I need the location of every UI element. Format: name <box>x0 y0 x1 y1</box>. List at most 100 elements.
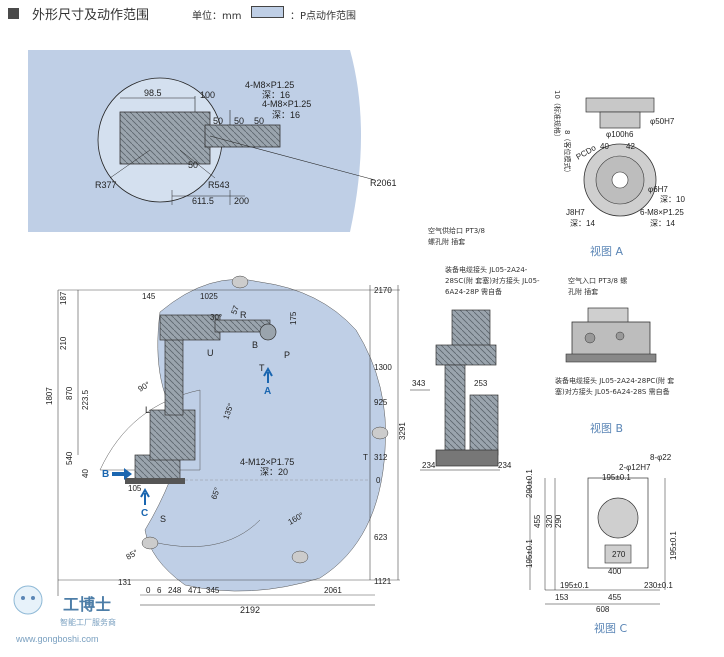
side-dim-248: 248 <box>168 586 182 595</box>
top-label-depth-a: 深：16 <box>262 90 290 100</box>
air-supply-note: 螺孔附 插套 <box>428 237 465 246</box>
top-label-m8b: 4-M8×P1.25 <box>262 99 311 109</box>
side-dim-623: 623 <box>374 533 388 542</box>
view-c-608: 608 <box>596 605 610 614</box>
axis-r-label: R <box>240 310 247 320</box>
view-a: 10（标准规格） 8（客位模式） φ50H7 φ100h6 40 42 φ6H7… <box>553 90 685 258</box>
rear-view: 空气供给口 PT3/8 螺孔附 插套 装备电缆接头 JL05-2A24- 28S… <box>410 226 540 471</box>
view-a-phi50: φ50H7 <box>650 117 675 126</box>
side-dim-105: 105 <box>128 484 142 493</box>
view-c: 290±0.1 195±0.1 2-φ12H7 8-φ22 455 320 29… <box>525 453 678 635</box>
view-b-connector-2: 塞)对方接头 JL05-6A24-28S 需自备 <box>555 387 670 396</box>
side-dim-1025: 1025 <box>200 292 218 301</box>
rear-dim-253: 253 <box>474 379 488 388</box>
connector-label-3: 6A24-28P 需自备 <box>445 287 502 296</box>
side-dim-187: 187 <box>59 291 68 305</box>
side-dim-223-5: 223.5 <box>81 389 90 410</box>
view-c-8phi22: 8-φ22 <box>650 453 672 462</box>
arrow-b-icon <box>112 468 132 480</box>
axis-u-label: U <box>207 348 214 358</box>
view-a-std-note: 10（标准规格） <box>553 90 562 141</box>
side-dim-2061: 2061 <box>324 586 342 595</box>
side-dim-0: 0 <box>376 476 381 485</box>
side-angle-85: 85° <box>125 548 140 562</box>
top-robot-body <box>119 111 211 165</box>
top-label-50c: 50 <box>254 116 264 126</box>
arrow-b-label: B <box>102 469 109 480</box>
view-b-air-note: 孔附 插套 <box>568 287 598 296</box>
view-c-195-top: 195±0.1 <box>602 473 631 482</box>
side-dim-175: 175 <box>289 311 298 325</box>
view-a-depth14b: 深：14 <box>570 219 595 228</box>
top-label-r543: R543 <box>208 180 230 190</box>
connector-label-1: 装备电缆接头 JL05-2A24- <box>445 265 528 274</box>
range-swatch <box>251 6 284 18</box>
top-label-200: 200 <box>234 196 249 206</box>
view-a-caption: 视图 A <box>590 244 623 258</box>
side-dim-3291: 3291 <box>398 422 407 440</box>
page-header: 外形尺寸及动作范围 单位：mm ：P点动作范围 <box>0 0 724 30</box>
watermark: 工博士 智能工厂服务商 www.gongboshi.com <box>13 585 116 644</box>
mascot-icon <box>13 585 43 615</box>
top-label-r2061: R2061 <box>370 178 397 188</box>
page-title: 外形尺寸及动作范围 <box>32 8 150 23</box>
side-dim-1300: 1300 <box>374 363 392 372</box>
view-a-42: 42 <box>626 142 635 151</box>
axis-b-label: B <box>252 340 258 350</box>
side-dim-540: 540 <box>65 451 74 465</box>
view-c-195-right: 195±0.1 <box>669 531 678 560</box>
view-c-230: 230±0.1 <box>644 581 673 590</box>
view-b: 空气入口 PT3/8 螺 孔附 插套 装备电缆接头 JL05-2A24-28PC… <box>555 276 674 435</box>
view-c-2phi12: 2-φ12H7 <box>619 463 651 472</box>
arrow-a-label: A <box>264 386 271 397</box>
side-dim-1121: 1121 <box>374 577 392 586</box>
view-c-caption: 视图 C <box>594 621 627 635</box>
side-dim-131: 131 <box>118 578 132 587</box>
view-a-phi6: φ6H7 <box>648 185 668 194</box>
view-a-depth10: 深：10 <box>660 195 685 204</box>
watermark-url: www.gongboshi.com <box>15 634 99 644</box>
view-a-depth14a: 深：14 <box>650 219 675 228</box>
connector-label-2: 28SC(附 套塞)对方接头 JL05- <box>445 276 540 285</box>
side-dim-471: 471 <box>188 586 202 595</box>
side-dim-151: T <box>363 453 368 462</box>
top-label-98-5: 98.5 <box>144 88 162 98</box>
side-dim-2192: 2192 <box>240 605 260 615</box>
range-legend: ：P点动作范围 <box>290 11 357 22</box>
view-a-m8: 6-M8×P1.25 <box>640 208 684 217</box>
view-c-270: 270 <box>612 550 626 559</box>
mount-thread-label: 4-M12×P1.75 <box>240 457 294 467</box>
side-angle-90: 90° <box>137 380 152 394</box>
top-label-50b: 50 <box>234 116 244 126</box>
axis-t-label: T <box>259 363 265 373</box>
unit-label: 单位：mm <box>192 11 242 22</box>
view-a-j8: J8H7 <box>566 208 585 217</box>
mount-depth-label: 深：20 <box>260 467 288 477</box>
view-b-air-label: 空气入口 PT3/8 螺 <box>568 276 627 285</box>
top-label-m8a: 4-M8×P1.25 <box>245 80 294 90</box>
top-label-50d: 50 <box>188 160 198 170</box>
view-c-455v: 455 <box>533 514 542 528</box>
side-dim-925: 925 <box>374 398 388 407</box>
side-dim-345: 345 <box>206 586 220 595</box>
view-b-connector-1: 装备电缆接头 JL05-2A24-28PC(附 套 <box>555 376 674 385</box>
side-dim-40: 40 <box>81 469 90 478</box>
rear-dim-234a: 234 <box>422 461 436 470</box>
watermark-tagline: 智能工厂服务商 <box>60 617 116 627</box>
side-dim-312: 312 <box>374 453 388 462</box>
air-supply-label: 空气供给口 PT3/8 <box>428 226 485 235</box>
side-angle-30: 30° <box>210 313 222 322</box>
arrow-c-label: C <box>141 508 148 519</box>
view-c-320: 320 <box>545 514 554 528</box>
view-c-195-left: 195±0.1 <box>525 539 534 568</box>
view-a-40: 40 <box>600 142 609 151</box>
side-dim-2170: 2170 <box>374 286 392 295</box>
side-turret <box>149 409 196 461</box>
view-c-455h: 455 <box>608 593 622 602</box>
top-label-r377: R377 <box>95 180 117 190</box>
arrow-c-icon <box>140 487 150 505</box>
top-label-50a: 50 <box>213 116 223 126</box>
top-robot-arm <box>204 124 281 148</box>
header-square-icon <box>8 8 19 19</box>
